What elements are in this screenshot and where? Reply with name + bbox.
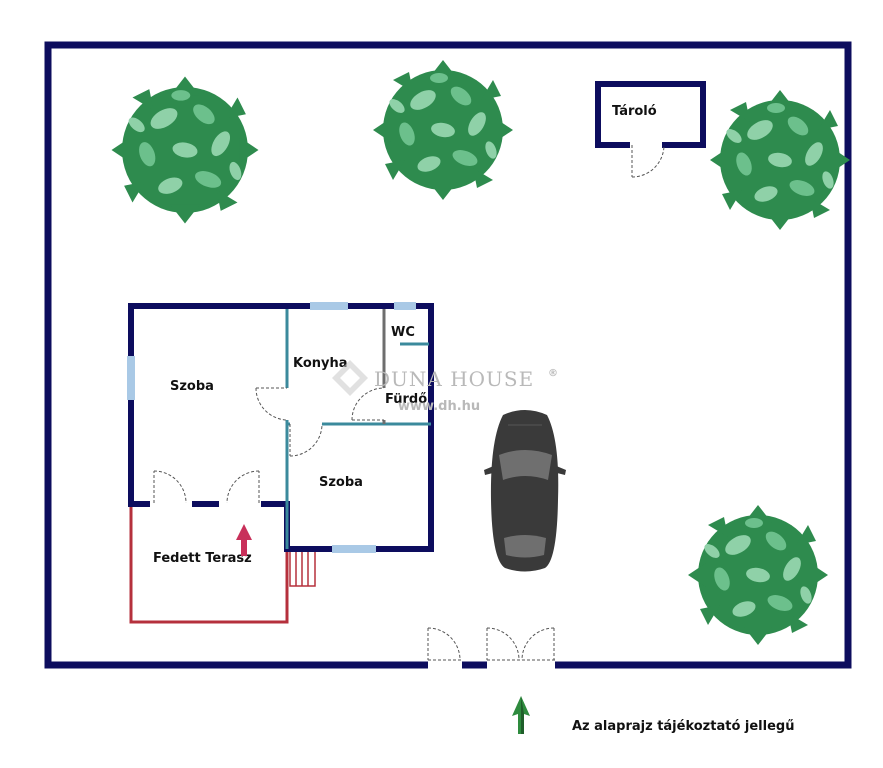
door-opening-terrace-2: [219, 500, 261, 508]
watermark-registered: ®: [548, 368, 558, 379]
tree-icon: [111, 76, 259, 224]
tree-icon: [688, 505, 828, 645]
windows: [127, 302, 416, 553]
kitchen-label: Konyha: [293, 356, 348, 371]
tree-icon: [710, 90, 850, 230]
watermark-brand: DUNA HOUSE: [374, 367, 534, 391]
door-swings-terrace: [153, 470, 260, 504]
watermark-logo-icon: [332, 360, 368, 396]
storage-door-swing: [631, 144, 665, 178]
tree-icon: [373, 60, 513, 200]
car-icon: [484, 410, 566, 572]
door-gap-room: [290, 421, 322, 427]
entry-arrow-icon: [236, 524, 252, 556]
terrace-steps: [289, 549, 316, 587]
interior-door-swings: [255, 387, 385, 457]
room-right-label: Szoba: [319, 475, 363, 490]
gate-swings: [427, 627, 555, 661]
wc-label: WC: [391, 325, 415, 340]
gate-opening-right: [487, 660, 555, 670]
door-opening-terrace-1: [150, 500, 192, 508]
gate-opening-left: [428, 660, 462, 670]
terrace-outline: [129, 501, 289, 624]
storage-door-opening: [630, 141, 662, 149]
terrace-label: Fedett Terasz: [153, 551, 252, 566]
door-gap-kitchen: [284, 388, 290, 420]
interior-walls: [285, 309, 431, 549]
door-gap-bath: [381, 388, 387, 420]
bathroom-label: Fürdő: [385, 392, 427, 407]
watermark: DUNA HOUSE ® www.dh.hu: [332, 360, 558, 414]
room-left-label: Szoba: [170, 379, 214, 394]
watermark-url: www.dh.hu: [398, 399, 480, 414]
north-arrow-icon: [512, 696, 530, 734]
storage-label: Tároló: [612, 104, 657, 119]
disclaimer-note: Az alaprajz tájékoztató jellegű: [572, 719, 795, 734]
